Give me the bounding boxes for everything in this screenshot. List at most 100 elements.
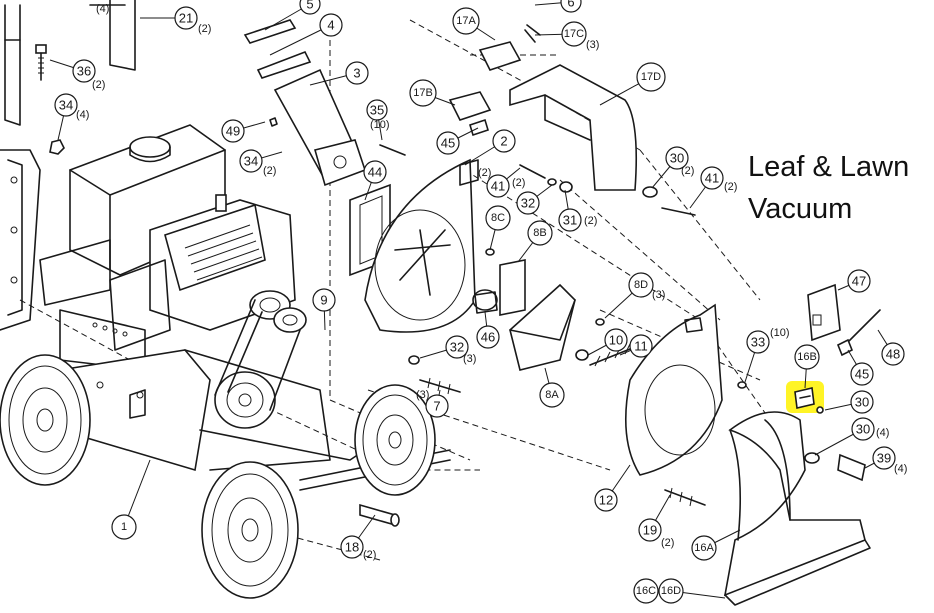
callout-number: 39 (877, 451, 891, 466)
callout-bubble (319, 13, 343, 37)
callout-48: 48 (877, 329, 905, 366)
callout-47: 47 (837, 269, 871, 293)
callout-number: 1 (121, 521, 127, 533)
callout-32a: 32 (516, 184, 553, 215)
callout-1: 1 (111, 459, 151, 540)
callout-34a: 34(4) (54, 93, 89, 141)
callout-8d: 8D(3) (604, 272, 665, 319)
callout-8b: 8B (517, 220, 553, 263)
callout-number: 6 (567, 0, 574, 10)
callout-8a: 8A (539, 367, 565, 408)
callout-16a: 16A (691, 529, 741, 561)
callout-bubble (111, 514, 137, 540)
callout-quantity: (4) (876, 427, 889, 439)
callout-quantity: (2) (661, 537, 674, 549)
bolt-36 (35, 44, 47, 81)
callout-number: 32 (521, 196, 535, 211)
callout-number: 4 (327, 18, 334, 33)
callout-bubble (527, 220, 553, 246)
nut-34 (49, 139, 65, 155)
callout-bubble (794, 344, 820, 370)
callout-number: 30 (856, 422, 870, 437)
callout-quantity: (4) (96, 3, 109, 15)
callout-number: 41 (491, 179, 505, 194)
callout-bubble (239, 149, 263, 173)
chute-parts (243, 19, 367, 187)
callout-bubble (409, 79, 437, 107)
callout-30a: 30(2) (651, 146, 694, 189)
callout-bubble (629, 334, 653, 358)
callout-number: 8B (533, 227, 546, 239)
callout-number: 12 (599, 493, 613, 508)
callout-number: 36 (77, 64, 91, 79)
callout-quantity: (2) (478, 167, 491, 179)
housing-plate (624, 303, 723, 476)
callout-36: 36(2) (49, 59, 105, 91)
callout-17a: 17A (452, 7, 496, 41)
callout-18: 18(2) (340, 514, 376, 561)
callout-bubble (452, 7, 480, 35)
callout-bubble (363, 160, 387, 184)
callout-bubble (850, 362, 874, 386)
callout-number: 49 (226, 124, 240, 139)
callout-19: 19(2) (638, 494, 674, 549)
callout-30b: 30 (824, 390, 874, 414)
hardware-top (379, 144, 747, 389)
callout-bubble (633, 578, 659, 604)
callout-bubble (604, 328, 628, 352)
callout-number: 21 (179, 11, 193, 26)
callout-number: 35 (370, 103, 384, 118)
callout-5: 5 (264, 0, 321, 31)
callout-bubble (850, 390, 874, 414)
callout-bubble (299, 0, 321, 15)
bolt-19 (664, 487, 706, 507)
callout-16b: 16B (794, 344, 820, 389)
callout-quantity: (3) (463, 353, 476, 365)
assembly-dashed-lines (19, 19, 771, 561)
callout-bubble (54, 93, 78, 117)
discharge-duct (448, 24, 637, 191)
callout-number: 30 (670, 151, 684, 166)
callout-quantity: (2) (724, 181, 737, 193)
engine (39, 124, 296, 371)
callout-9: 9 (312, 288, 336, 331)
callout-bubble (366, 99, 388, 121)
callout-bubble (436, 131, 460, 155)
switch-47 (807, 283, 841, 342)
callout-32b: 32(3) (419, 335, 476, 365)
callout-number: 11 (634, 339, 648, 354)
callout-number: 8A (545, 389, 559, 401)
callout-41b: 41(2) (689, 166, 737, 209)
callout-bubble (72, 59, 96, 83)
callout-quantity: (10) (370, 119, 390, 131)
callout-number: 16A (694, 542, 714, 554)
callout-bubble (485, 205, 511, 231)
callout-45a: 45 (436, 127, 479, 155)
callout-4top: (4) (96, 3, 109, 15)
callout-bubble (486, 174, 510, 198)
callout-16c: 16C (633, 578, 659, 604)
callout-number: 16B (797, 351, 817, 363)
callout-number: 17D (641, 71, 661, 83)
callout-number: 44 (368, 165, 382, 180)
bolt-7 (408, 355, 461, 395)
callout-bubble (476, 325, 500, 349)
callout-31: 31(2) (558, 189, 597, 232)
callout-number: 31 (563, 213, 577, 228)
impeller (472, 259, 576, 371)
callout-21: 21(2) (140, 6, 211, 35)
callout-bubble (340, 535, 364, 559)
callout-bubble (665, 146, 689, 170)
callout-2: 2(2) (464, 129, 516, 179)
callout-quantity: (10) (770, 327, 790, 339)
callout-17c: 17C(3) (534, 21, 599, 51)
callout-16d: 16D (658, 578, 726, 604)
callout-17d: 17D (599, 62, 666, 106)
callout-3: 3 (309, 61, 369, 86)
callout-11: 11 (619, 334, 653, 358)
wire-48 (836, 309, 881, 357)
callout-quantity: (4) (76, 109, 89, 121)
callout-quantity: (2) (263, 165, 276, 177)
